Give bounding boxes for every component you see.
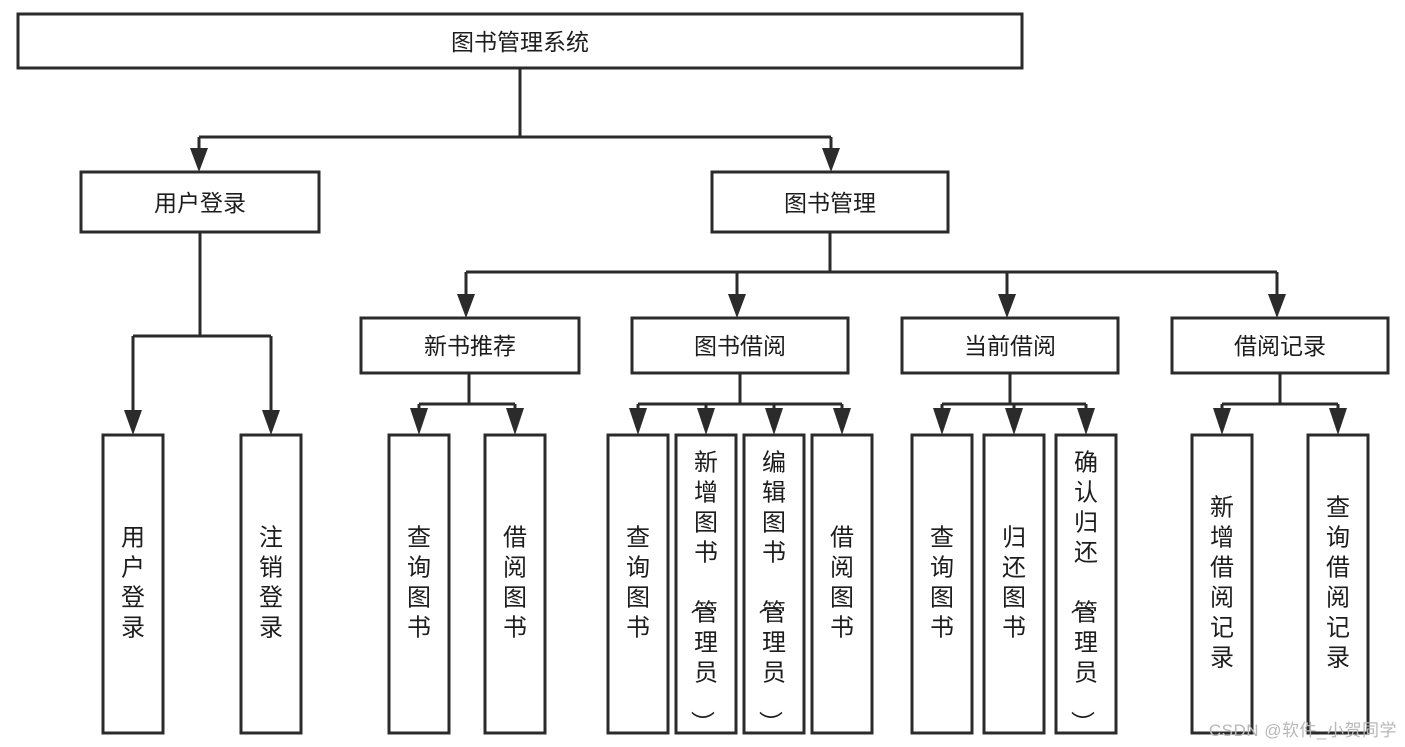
leaf-node-label: 借阅图书 (830, 525, 854, 642)
arrowhead-newbook-leaf-2 (506, 408, 524, 435)
leaf-node-label: 借阅图书 (503, 525, 527, 642)
leaf-node-box (101, 433, 165, 735)
node-borrow-record-label: 借阅记录 (1234, 333, 1326, 359)
leaf-node-box (1054, 433, 1118, 735)
leaf-node[interactable]: 用户登录 (101, 433, 165, 735)
node-book-management[interactable]: 图书管理 (710, 170, 950, 234)
leaf-node[interactable]: 归还图书 (982, 433, 1046, 735)
arrowhead-current-borrow (998, 294, 1016, 318)
leaf-node[interactable]: 新增图书（管理员） (674, 433, 738, 735)
leaf-node[interactable]: 查询图书 (387, 433, 451, 735)
leaf-node[interactable]: 借阅图书 (483, 433, 547, 735)
leaf-node[interactable]: 注销登录 (239, 433, 303, 735)
node-new-book-recommend[interactable]: 新书推荐 (359, 316, 581, 375)
node-user-login[interactable]: 用户登录 (79, 170, 321, 234)
node-current-borrow[interactable]: 当前借阅 (900, 316, 1120, 375)
leaf-node-label: 注销登录 (259, 525, 283, 642)
arrowhead-bookborrow-leaf-3 (765, 408, 783, 435)
leaf-node-box (387, 433, 451, 735)
node-book-borrow-label: 图书借阅 (694, 333, 786, 359)
arrowhead-user-login (190, 148, 208, 172)
arrowhead-newbook-leaf-1 (410, 408, 428, 435)
arrowhead-bookborrow-leaf-2 (697, 408, 715, 435)
node-new-book-recommend-box (359, 316, 581, 375)
leaf-node[interactable]: 确认归还（管理员） (1054, 433, 1118, 735)
arrowhead-currentborrow-leaf-3 (1077, 408, 1095, 435)
arrowhead-borrowrecord-leaf-1 (1213, 408, 1231, 435)
node-current-borrow-box (900, 316, 1120, 375)
leaf-node-box (810, 433, 874, 735)
leaf-node-box (910, 433, 974, 735)
arrowhead-bookborrow-leaf-1 (629, 408, 647, 435)
node-root-system-box (16, 12, 1024, 70)
arrowhead-borrowrecord-leaf-2 (1329, 408, 1347, 435)
node-new-book-recommend-label: 新书推荐 (424, 333, 516, 359)
arrowhead-book-borrow (728, 294, 746, 318)
arrowhead-book-mgmt (822, 148, 840, 172)
node-book-borrow[interactable]: 图书借阅 (630, 316, 850, 375)
arrowhead-currentborrow-leaf-1 (933, 408, 951, 435)
connector-layer (124, 68, 1347, 435)
leaf-node-box (1190, 433, 1254, 735)
arrowhead-borrow-record (1268, 294, 1286, 318)
leaf-node[interactable]: 查询借阅记录 (1306, 433, 1370, 735)
node-root-system-label: 图书管理系统 (451, 29, 589, 55)
leaf-node-box (1306, 433, 1370, 735)
node-book-management-box (710, 170, 950, 234)
leaf-node-box (606, 433, 670, 735)
arrowhead-bookborrow-leaf-4 (833, 408, 851, 435)
arrowhead-leaf-user-login (124, 410, 142, 435)
node-book-borrow-box (630, 316, 850, 375)
leaf-node-box (982, 433, 1046, 735)
leaf-node-label: 查询图书 (626, 525, 650, 642)
arrowhead-currentborrow-leaf-2 (1005, 408, 1023, 435)
node-borrow-record[interactable]: 借阅记录 (1170, 316, 1390, 375)
leaf-node[interactable]: 查询图书 (910, 433, 974, 735)
leaf-node[interactable]: 查询图书 (606, 433, 670, 735)
leaf-node-box (483, 433, 547, 735)
leaf-node-label: 用户登录 (121, 525, 145, 642)
leaf-node-box (674, 433, 738, 735)
arrowhead-leaf-logout (262, 410, 280, 435)
leaf-node[interactable]: 借阅图书 (810, 433, 874, 735)
leaf-node-box (239, 433, 303, 735)
node-user-login-box (79, 170, 321, 234)
node-current-borrow-label: 当前借阅 (964, 333, 1056, 359)
leaf-node-label: 归还图书 (1002, 525, 1026, 642)
leaf-node-label: 查询图书 (930, 525, 954, 642)
node-root-system[interactable]: 图书管理系统 (16, 12, 1024, 70)
leaf-node-label: 确认归还（管理员） (1068, 450, 1098, 735)
leaf-node-label: 查询图书 (407, 525, 431, 642)
leaf-node-label: 新增图书（管理员） (688, 450, 718, 735)
leaf-node[interactable]: 新增借阅记录 (1190, 433, 1254, 735)
leaf-node-label: 编辑图书（管理员） (756, 450, 786, 735)
leaf-node-box (742, 433, 806, 735)
node-borrow-record-box (1170, 316, 1390, 375)
arrowhead-new-book-rec (457, 294, 475, 318)
leaf-node-label: 查询借阅记录 (1326, 495, 1350, 672)
node-book-management-label: 图书管理 (784, 190, 876, 216)
leaf-node-layer: 用户登录 注销登录 查询图书 借阅图书 查询图书 新增图书（管理员） 编辑图书（管理员） 借阅… (101, 433, 1370, 735)
node-user-login-label: 用户登录 (154, 190, 246, 216)
leaf-node[interactable]: 编辑图书（管理员） (742, 433, 806, 735)
leaf-node-label: 新增借阅记录 (1210, 495, 1234, 672)
